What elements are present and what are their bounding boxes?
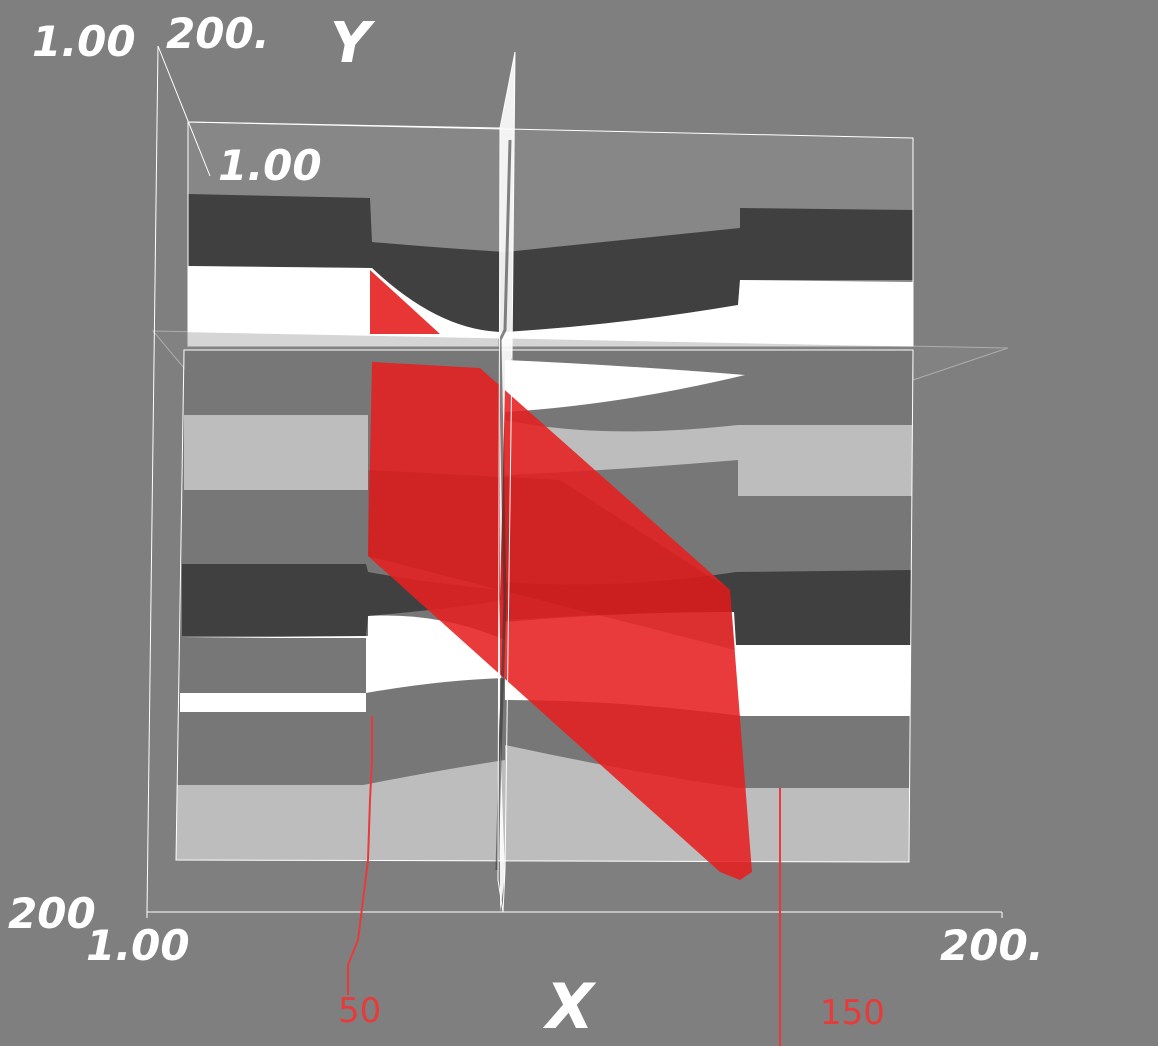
back-layer-dark	[188, 194, 913, 332]
annotation-label-150: 150	[820, 993, 885, 1033]
crossline-shadow	[495, 139, 512, 871]
annotation-label-50: 50	[338, 991, 381, 1031]
axis-frame	[146, 45, 1003, 918]
back-layer-white	[188, 266, 913, 346]
y-tick-top-mid: 200.	[166, 9, 270, 58]
x-axis-title: X	[542, 970, 597, 1043]
front-layer-white-upper	[505, 360, 745, 412]
y-tick-top-inner: 1.00	[218, 141, 322, 190]
crossline-slice	[498, 52, 515, 912]
annotation-stroke-50	[347, 716, 373, 995]
back-slice	[188, 122, 913, 346]
y-tick-top-outer: 1.00	[32, 17, 136, 66]
fault-plane-shading	[368, 470, 735, 650]
frame-top-diagonal	[157, 45, 211, 177]
frame-back-top-edge	[187, 121, 501, 129]
y-axis-title: Y	[330, 11, 376, 76]
fault-plane-upper	[370, 270, 440, 334]
x-tick-start: 1.00	[86, 921, 190, 970]
fault-plane-lower	[368, 362, 752, 880]
crossline-slice-frame	[497, 51, 516, 913]
horizontal-slice	[151, 330, 1009, 381]
y-tick-bottom: 200	[8, 889, 96, 938]
front-slice-frame	[175, 349, 914, 863]
frame-left-vertical	[146, 45, 159, 913]
back-slice-frame	[187, 121, 914, 347]
x-tick-end: 200.	[940, 921, 1044, 970]
